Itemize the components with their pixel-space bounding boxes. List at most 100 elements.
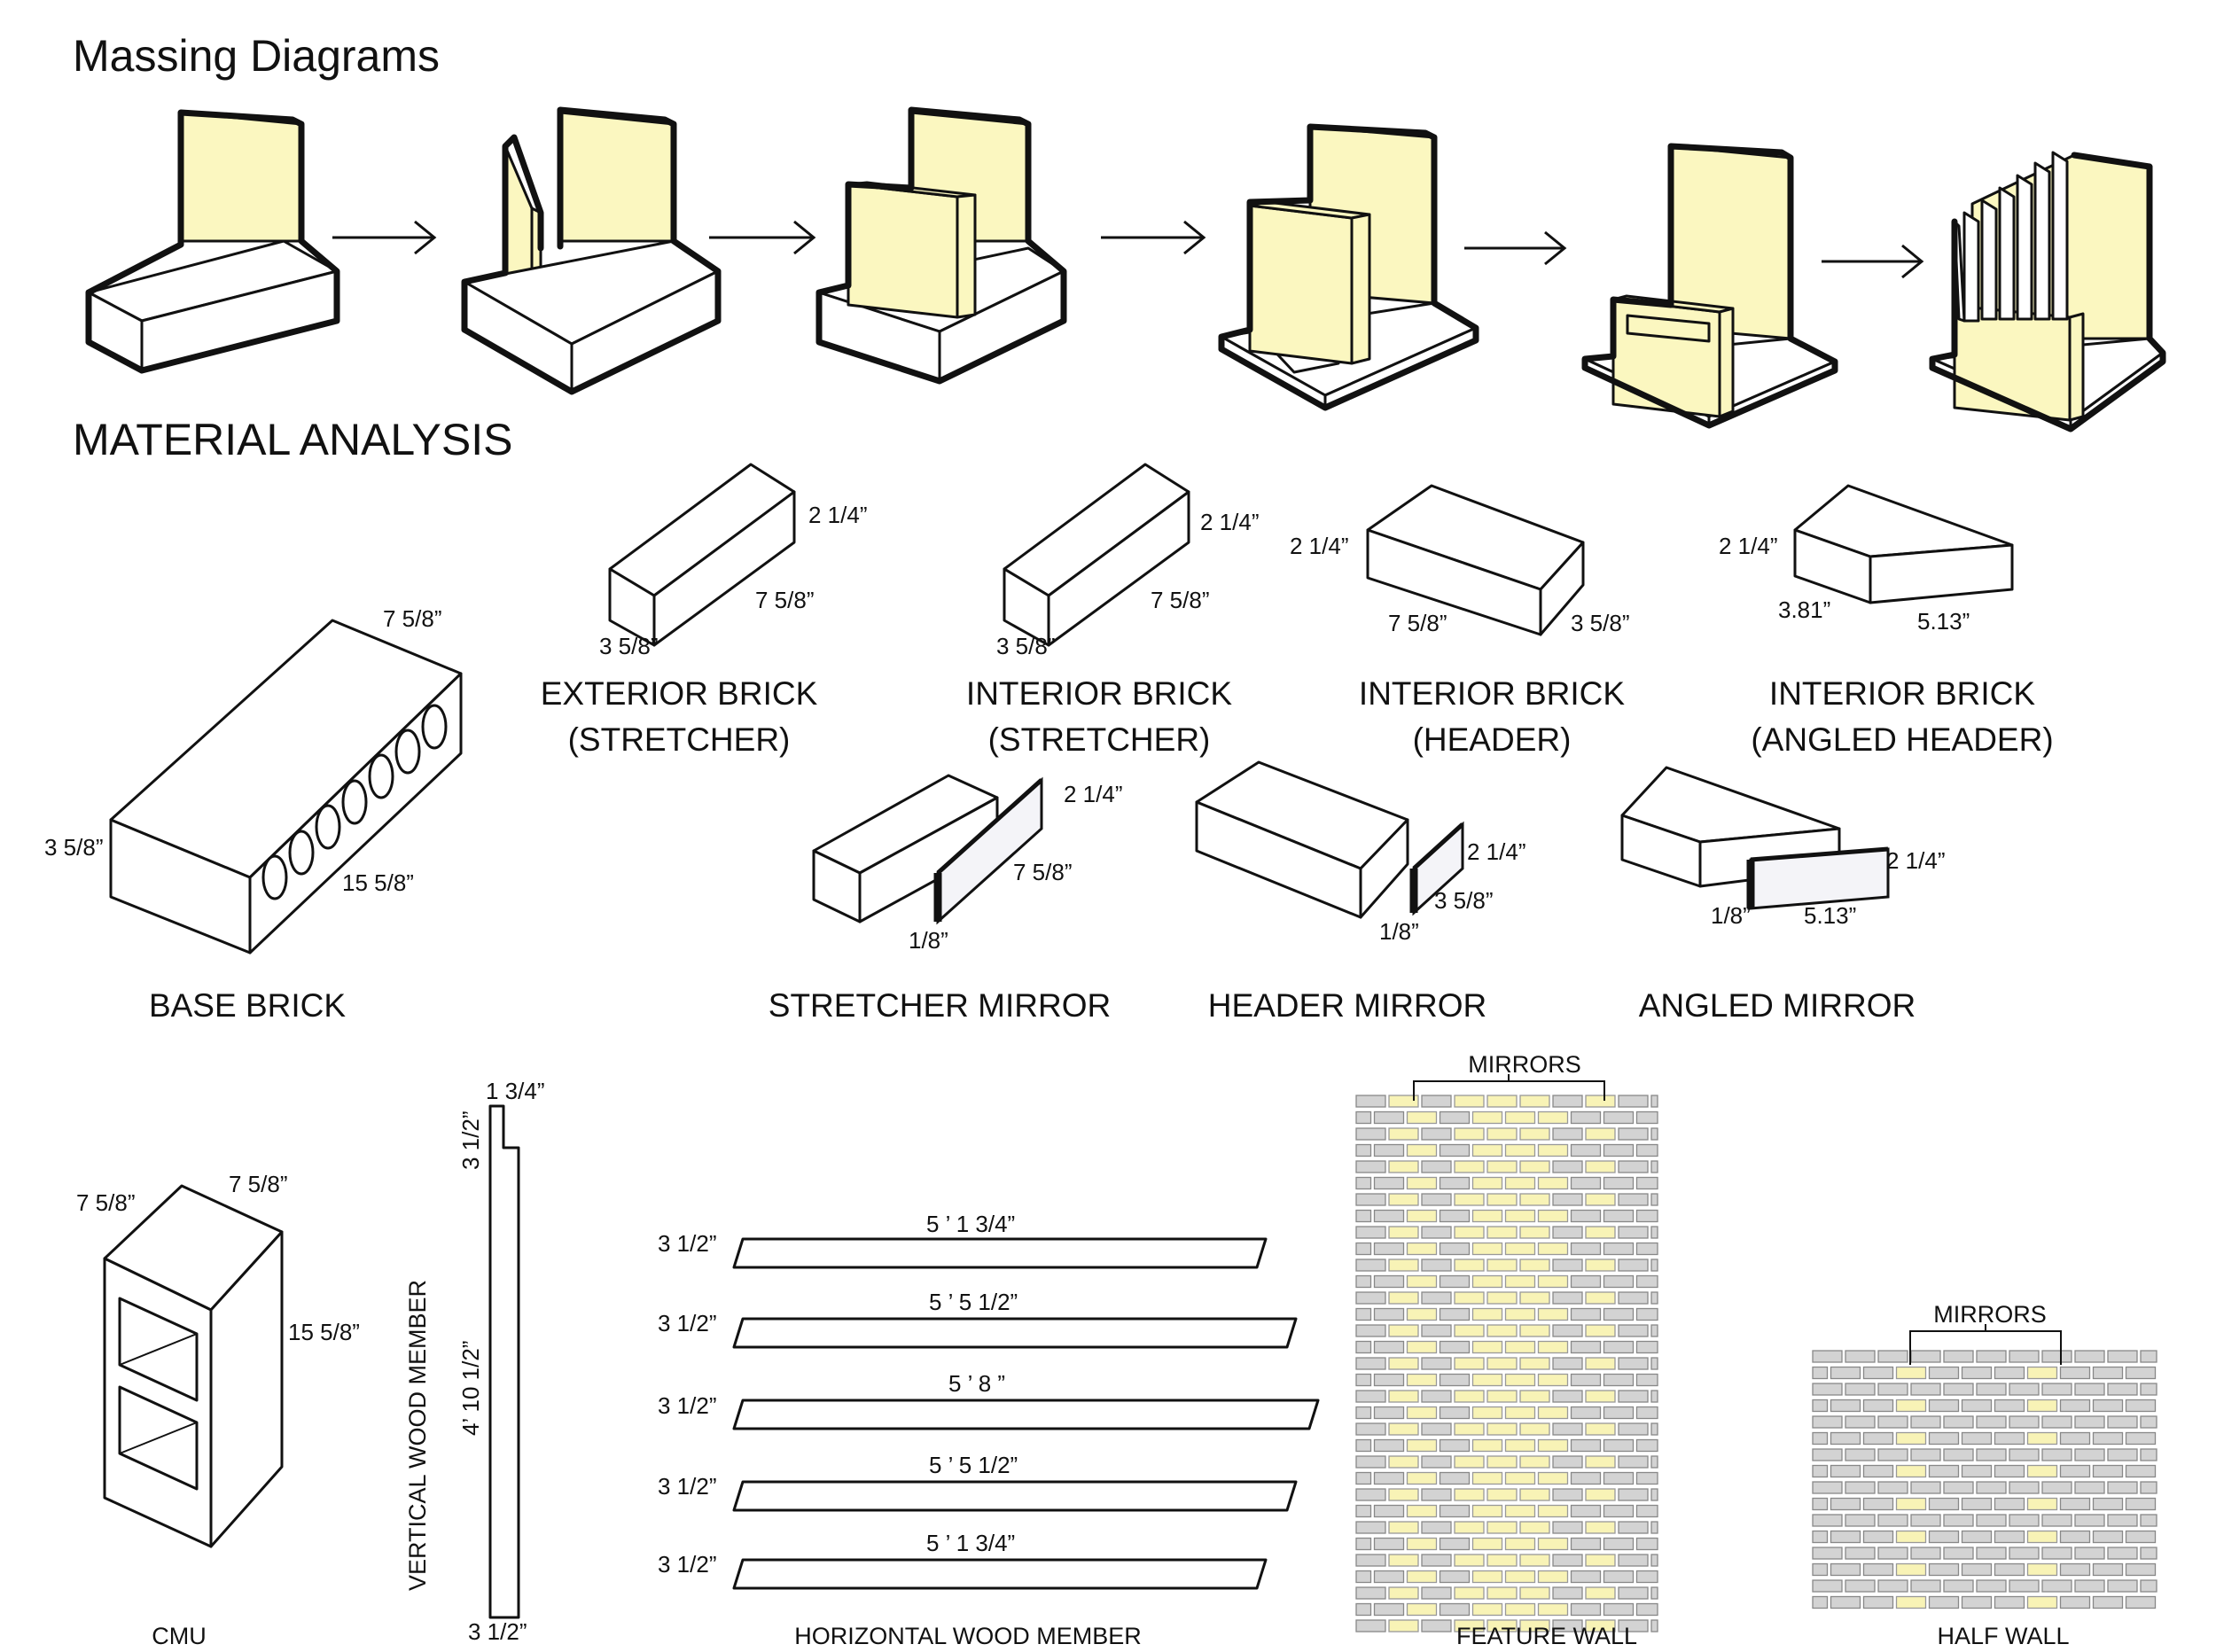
- wall-brick: [1373, 1373, 1405, 1387]
- wall-brick: [1373, 1307, 1405, 1321]
- wall-brick: [1355, 1471, 1372, 1485]
- wall-brick: [1877, 1514, 1908, 1527]
- wall-brick: [1635, 1373, 1658, 1387]
- ext-stretcher-caption-line2: (STRETCHER): [568, 721, 791, 758]
- wall-brick: [2074, 1579, 2105, 1593]
- wall-brick: [1928, 1366, 1960, 1380]
- wall-brick: [1994, 1530, 2025, 1544]
- wall-brick: [1603, 1242, 1635, 1256]
- wall-brick: [1961, 1464, 1993, 1478]
- wall-brick: [1355, 1291, 1386, 1305]
- wall-brick: [1910, 1383, 1941, 1396]
- angled-mirror-caption: ANGLED MIRROR: [1639, 987, 1916, 1024]
- wall-brick: [2009, 1350, 2040, 1363]
- wall-brick: [1650, 1324, 1658, 1337]
- wall-brick: [1976, 1350, 2007, 1363]
- wall-brick: [1961, 1530, 1993, 1544]
- wall-brick: [1570, 1143, 1602, 1157]
- wall-brick: [1388, 1291, 1419, 1305]
- wall-brick: [1570, 1242, 1602, 1256]
- wall-brick: [2074, 1547, 2105, 1560]
- wall-brick: [2092, 1464, 2124, 1478]
- wall-brick: [1552, 1095, 1583, 1108]
- wall-brick: [1635, 1340, 1658, 1354]
- wall-brick: [1877, 1579, 1908, 1593]
- wall-brick: [1618, 1324, 1649, 1337]
- wall-brick: [1355, 1570, 1372, 1584]
- wall-brick: [1388, 1357, 1419, 1370]
- wall-brick: [1373, 1274, 1405, 1289]
- wall-brick: [1439, 1143, 1471, 1157]
- wall-brick: [1895, 1431, 1927, 1446]
- wall-brick: [1537, 1570, 1569, 1584]
- wall-brick: [1650, 1455, 1658, 1469]
- wall-brick: [1504, 1274, 1536, 1289]
- wall-brick: [2092, 1562, 2124, 1577]
- wall-brick: [1943, 1514, 1974, 1527]
- wall-brick: [1994, 1464, 2025, 1478]
- wall-brick: [1519, 1455, 1550, 1469]
- wall-brick: [1812, 1464, 1829, 1478]
- wall-brick: [1635, 1209, 1658, 1223]
- wall-brick: [1650, 1554, 1658, 1567]
- wall-brick: [1618, 1619, 1649, 1633]
- wall-brick: [1845, 1481, 1876, 1494]
- wall-brick: [1552, 1324, 1583, 1337]
- wall-brick: [1994, 1562, 2025, 1577]
- wall-brick: [1486, 1127, 1518, 1141]
- wall-brick: [1519, 1291, 1550, 1305]
- wall-brick: [1355, 1488, 1386, 1501]
- wall-brick: [1355, 1258, 1386, 1272]
- wall-brick: [1618, 1226, 1649, 1239]
- wall-brick: [1355, 1554, 1386, 1567]
- hwood-5-width-label: 3 1/2”: [658, 1551, 717, 1578]
- wall-brick: [1486, 1488, 1518, 1501]
- wall-brick: [1355, 1586, 1386, 1600]
- wall-brick: [1650, 1357, 1658, 1370]
- wall-brick: [1552, 1160, 1583, 1173]
- wall-brick: [1504, 1570, 1536, 1584]
- cmu-a-label: 7 5/8”: [76, 1189, 136, 1216]
- wall-brick: [1603, 1307, 1635, 1321]
- wall-brick: [1650, 1422, 1658, 1436]
- int-stretcher-length-label: 7 5/8”: [1151, 587, 1210, 613]
- wall-brick: [1355, 1242, 1372, 1256]
- wall-brick: [1471, 1570, 1503, 1584]
- wall-brick: [1454, 1554, 1485, 1567]
- wall-brick: [1585, 1258, 1616, 1272]
- wall-brick: [1439, 1110, 1471, 1125]
- wall-brick: [1961, 1399, 1993, 1413]
- wall-brick: [1519, 1226, 1550, 1239]
- horizontal-wood-member-1: 3 1/2” 5 ’ 1 3/4”: [658, 1211, 1268, 1269]
- cmu-caption: CMU: [152, 1623, 207, 1649]
- wall-brick: [1943, 1481, 1974, 1494]
- wall-brick: [1994, 1366, 2025, 1380]
- base-brick-top-label: 7 5/8”: [383, 605, 442, 632]
- wall-brick: [1486, 1554, 1518, 1567]
- wall-brick: [2059, 1399, 2091, 1413]
- wall-brick: [1976, 1481, 2007, 1494]
- wall-brick: [1618, 1422, 1649, 1436]
- wall-brick: [2140, 1547, 2157, 1560]
- hwood-5-length-label: 5 ’ 1 3/4”: [926, 1530, 1015, 1556]
- wall-brick: [1388, 1521, 1419, 1534]
- wall-brick: [1585, 1357, 1616, 1370]
- interior-brick-stretcher: 2 1/4” 7 5/8” 3 5/8” INTERIOR BRICK (STR…: [966, 463, 1260, 758]
- wall-brick: [2074, 1448, 2105, 1461]
- wall-brick: [1570, 1209, 1602, 1223]
- wall-brick: [1454, 1619, 1485, 1633]
- wall-brick: [1471, 1340, 1503, 1354]
- wall-brick: [2125, 1366, 2157, 1380]
- wall-brick: [1504, 1340, 1536, 1354]
- wall-brick: [1519, 1127, 1550, 1141]
- wall-brick: [1635, 1242, 1658, 1256]
- wall-brick: [1504, 1373, 1536, 1387]
- int-angled-caption-line2: (ANGLED HEADER): [1751, 721, 2053, 758]
- wall-brick: [1454, 1226, 1485, 1239]
- wall-brick: [1830, 1431, 1861, 1446]
- wall-brick: [1421, 1127, 1452, 1141]
- wall-brick: [1537, 1406, 1569, 1420]
- cmu-block: 7 5/8” 7 5/8” 15 5/8” CMU: [76, 1171, 360, 1649]
- horizontal-wood-member-2: 3 1/2” 5 ’ 5 1/2”: [658, 1289, 1298, 1349]
- wall-brick: [2059, 1497, 2091, 1511]
